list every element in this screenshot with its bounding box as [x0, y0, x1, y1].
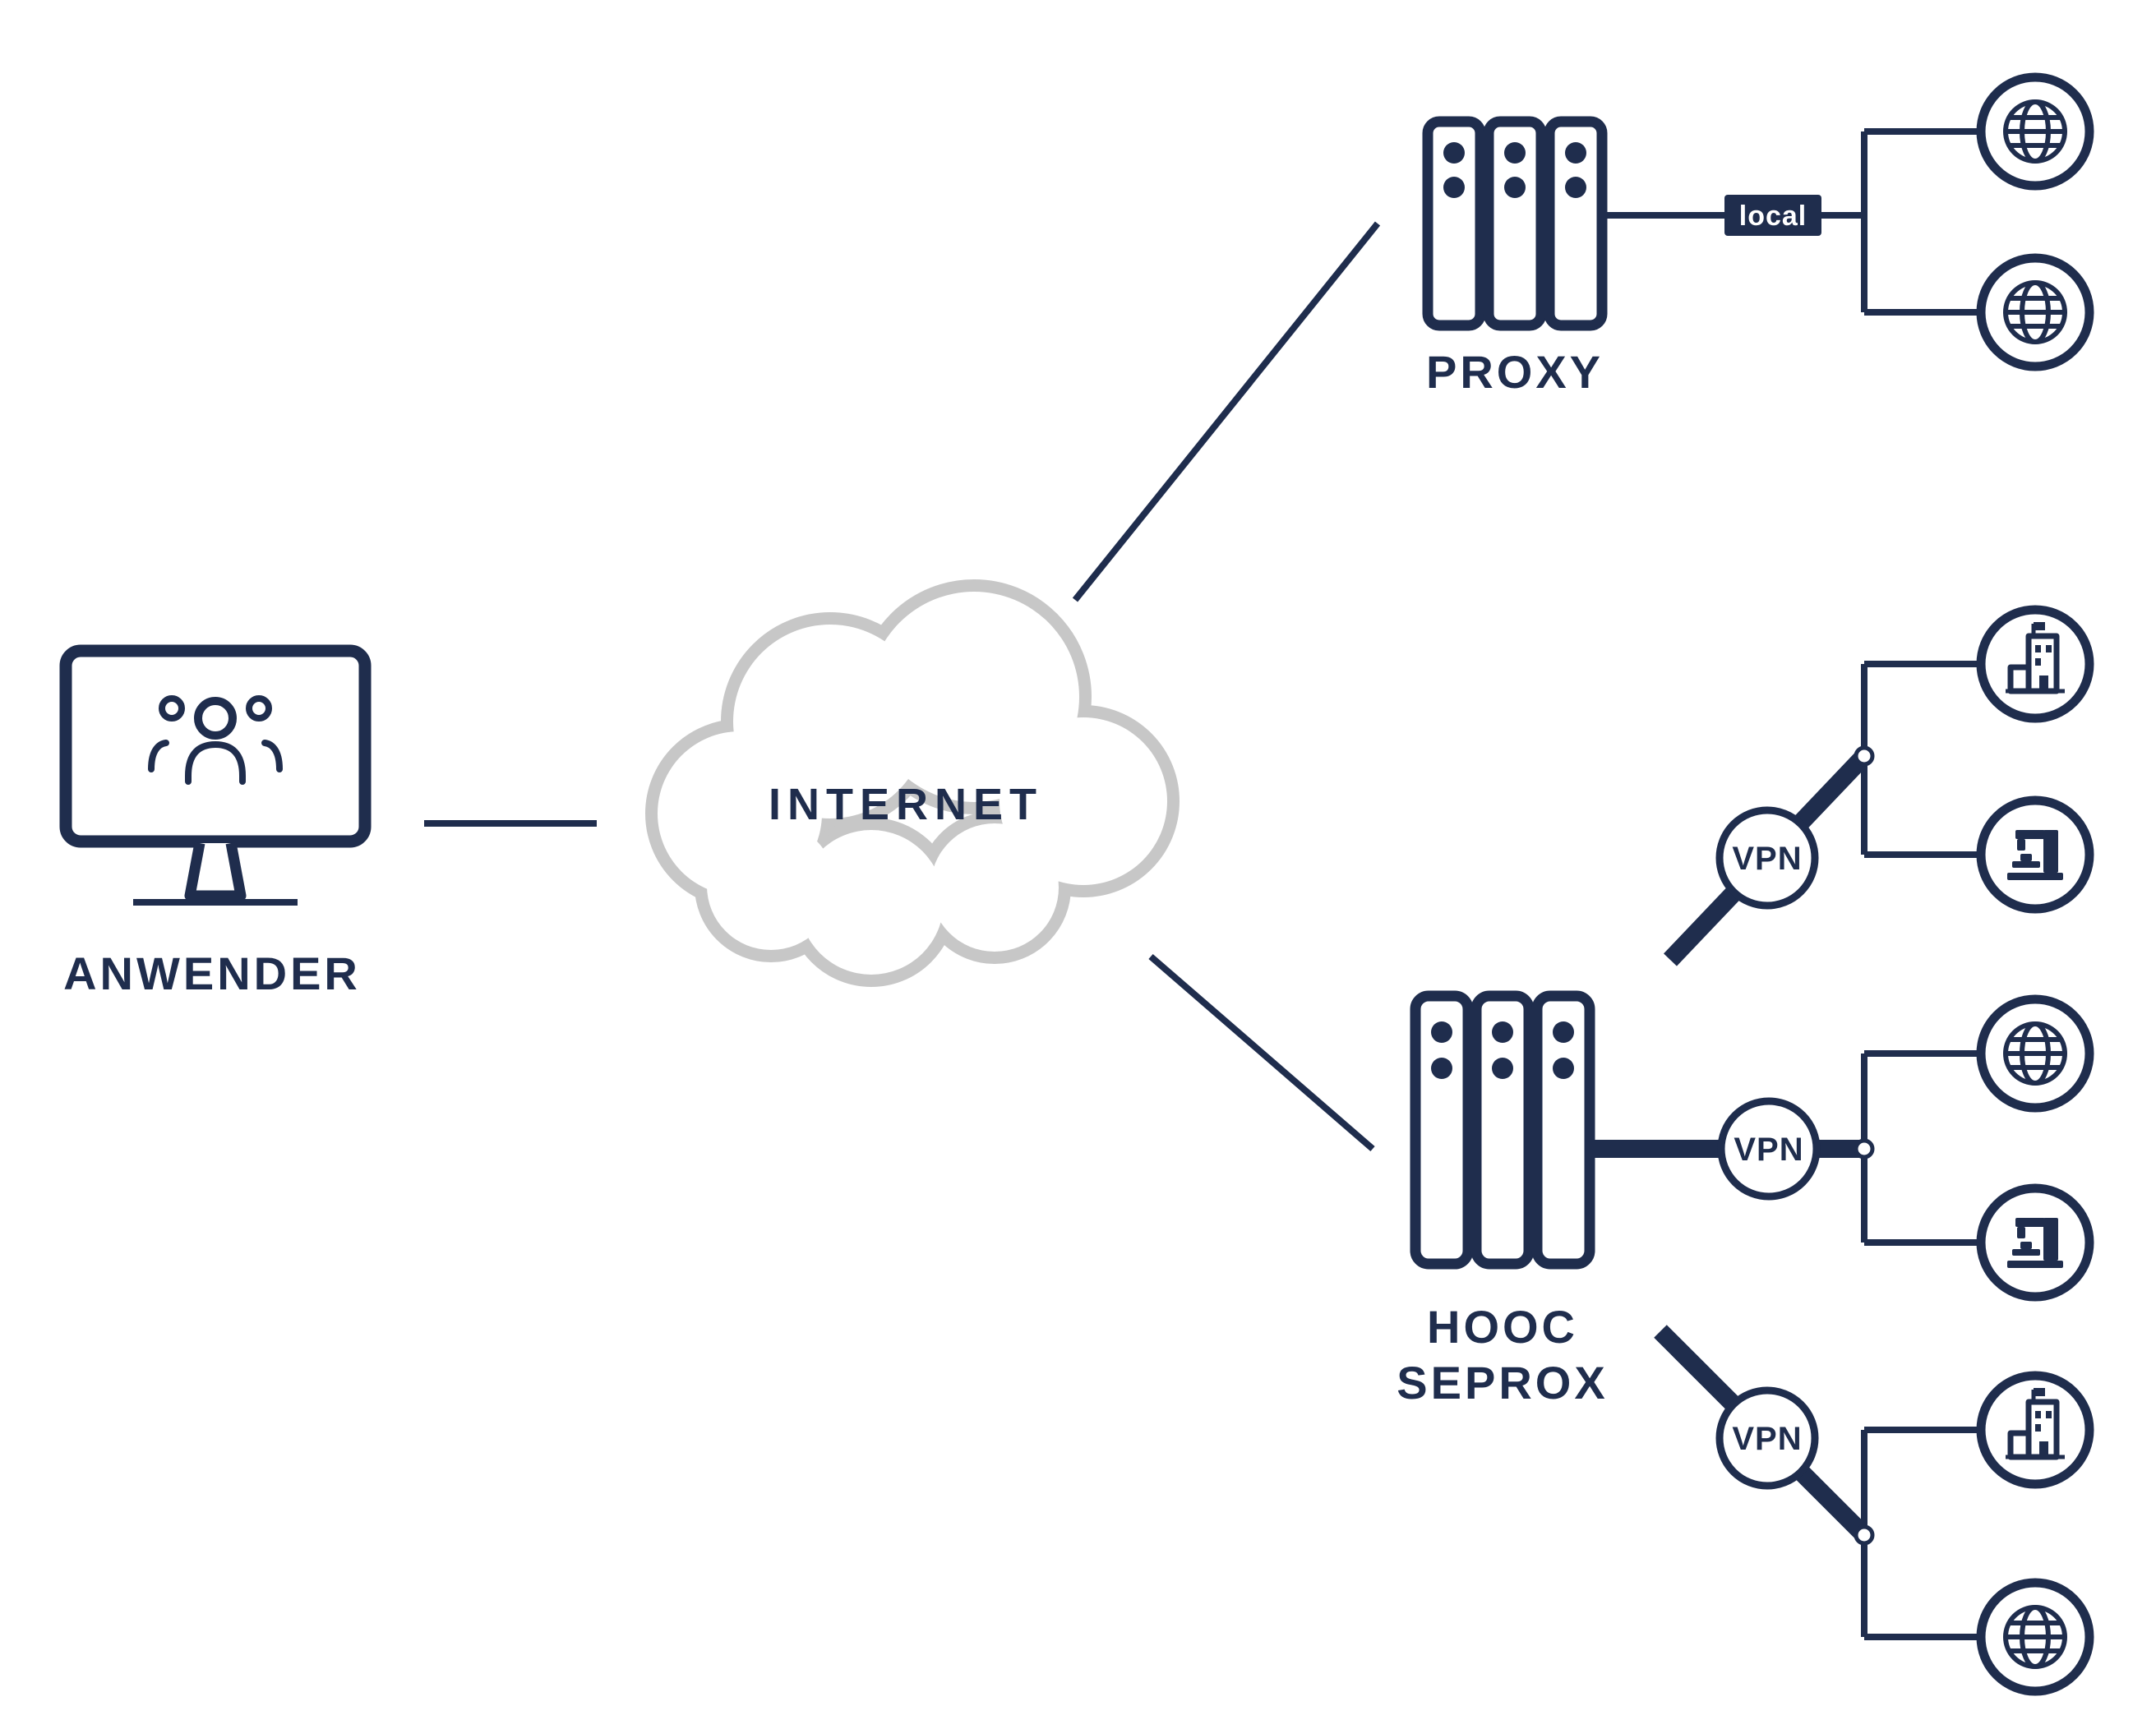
internet-label: INTERNET: [769, 780, 1043, 829]
local-badge-label: local: [1739, 201, 1807, 232]
vpn-middle-label: VPN: [1734, 1132, 1803, 1168]
junction-dot: [1854, 1138, 1875, 1160]
server-stack-icon: [1422, 116, 1608, 331]
endpoint-bracket: [1861, 661, 1983, 858]
vpn-badge: VPN: [1717, 1097, 1821, 1201]
globe-icon: [1981, 77, 2089, 186]
cloud-icon: [645, 579, 1180, 987]
user-node: ANWENDER: [59, 644, 372, 999]
industrial-machine-icon: [1981, 1188, 2089, 1297]
connection-internet-seprox: [1148, 953, 1375, 1152]
vpn-badge: VPN: [1715, 806, 1819, 910]
seprox-node: HOOC SEPROX: [1397, 990, 1608, 1409]
junction-dot: [1854, 1524, 1875, 1546]
globe-icon: [1981, 258, 2089, 367]
building-icon: [1981, 1376, 2089, 1484]
vpn-lower-label: VPN: [1732, 1421, 1802, 1457]
vpn-badge: VPN: [1715, 1386, 1819, 1490]
connection-internet-proxy: [1072, 221, 1381, 602]
seprox-label-line1: HOOC: [1427, 1301, 1578, 1353]
vpn-lower-connection: VPN: [1654, 1325, 2089, 1691]
endpoint-bracket: [1861, 128, 1983, 316]
globe-icon: [1981, 999, 2089, 1108]
internet-node: INTERNET: [645, 579, 1180, 987]
proxy-label: PROXY: [1426, 346, 1604, 398]
junction-dot: [1854, 745, 1875, 767]
endpoint-bracket: [1861, 1427, 1983, 1640]
vpn-middle-connection: VPN: [1595, 999, 2089, 1297]
server-stack-icon: [1410, 990, 1595, 1270]
seprox-label-line2: SEPROX: [1397, 1357, 1608, 1409]
vpn-upper-connection: VPN: [1664, 610, 2089, 966]
globe-icon: [1981, 1583, 2089, 1691]
proxy-node: PROXY: [1422, 116, 1608, 398]
endpoint-bracket: [1861, 1050, 1983, 1246]
vpn-upper-label: VPN: [1732, 841, 1802, 877]
user-label: ANWENDER: [63, 947, 361, 999]
monitor-users-icon: [59, 644, 372, 906]
building-icon: [1981, 610, 2089, 718]
proxy-local-connection: local: [1604, 77, 2089, 367]
local-badge: local: [1724, 195, 1821, 236]
industrial-machine-icon: [1981, 800, 2089, 909]
